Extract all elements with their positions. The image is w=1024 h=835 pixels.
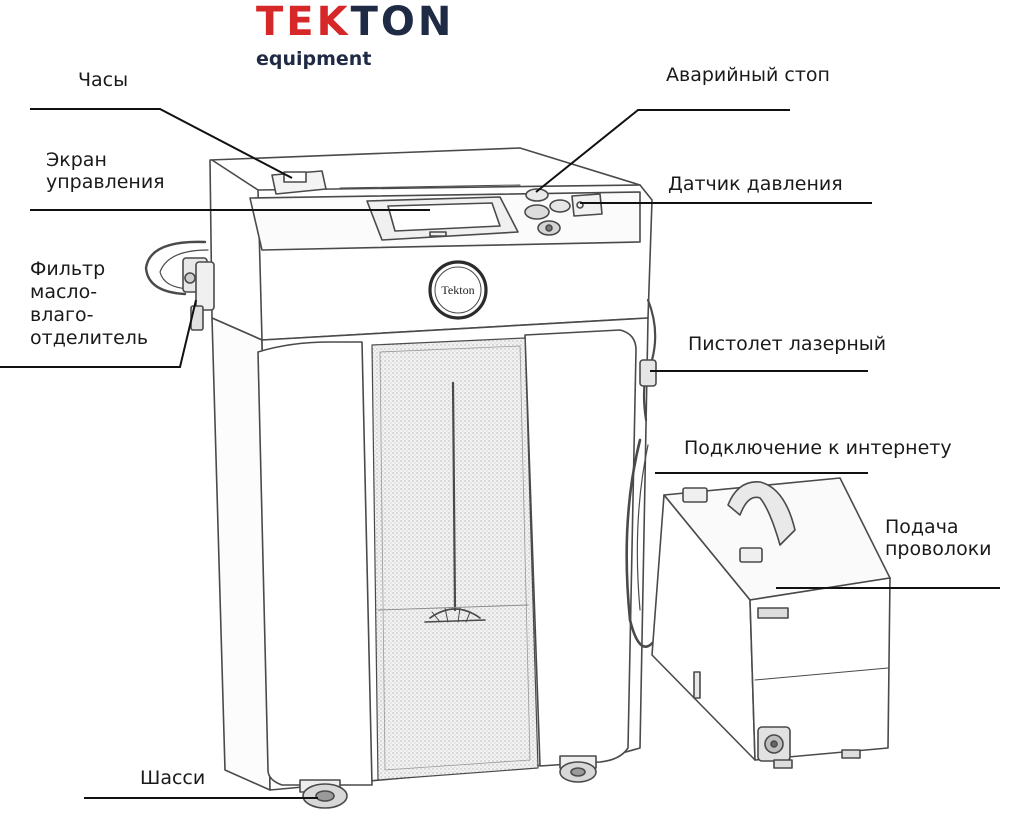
- machine-body: [211, 317, 649, 791]
- label-laser-gun-line-1: Пистолет лазерный: [688, 333, 887, 355]
- brand-tagline: equipment: [256, 48, 372, 70]
- label-wire-feeder-line-1: Подача: [885, 516, 959, 538]
- leader-oil-water-separator: [0, 299, 197, 368]
- label-control-screen-line-1: Экран: [46, 149, 107, 171]
- label-oil-water-separator-line-2: масло-: [30, 281, 98, 303]
- brand-logo-red: TEK: [256, 0, 351, 45]
- label-wire-feeder: Подача проволоки: [885, 516, 992, 560]
- clock-unit: [271, 170, 327, 195]
- chassis-wheels: [299, 755, 597, 809]
- label-internet-connection-line-1: Подключение к интернету: [684, 437, 952, 459]
- front-badge: [428, 260, 488, 320]
- label-control-screen-line-2: управления: [46, 171, 165, 193]
- control-screen: [366, 196, 519, 241]
- brand-logo-dark: TON: [350, 0, 455, 45]
- front-badge-text: Tekton: [441, 283, 474, 297]
- leader-clock: [30, 108, 293, 179]
- label-oil-water-separator-line-1: Фильтр: [30, 258, 106, 280]
- label-control-screen: Экран управления: [46, 149, 165, 193]
- label-clock: Часы: [78, 69, 128, 91]
- laser-gun-connector: [625, 298, 657, 648]
- label-pressure-sensor: Датчик давления: [668, 173, 843, 195]
- label-laser-gun: Пистолет лазерный: [688, 333, 886, 355]
- label-chassis: Шасси: [140, 767, 205, 789]
- brand-logo: TEKTON: [256, 0, 481, 44]
- label-oil-water-separator: Фильтр масло- влаго- отделитель: [30, 258, 148, 350]
- wire-feeder: [651, 477, 891, 769]
- label-chassis-line-1: Шасси: [140, 767, 206, 789]
- label-oil-water-separator-line-3: влаго-: [30, 304, 94, 326]
- label-emergency-stop-line-1: Аварийный стоп: [666, 64, 830, 86]
- label-oil-water-separator-line-4: отделитель: [30, 327, 149, 349]
- label-emergency-stop: Аварийный стоп: [666, 64, 830, 86]
- leader-emergency-stop: [535, 109, 790, 193]
- label-pressure-sensor-line-1: Датчик давления: [668, 173, 843, 195]
- label-internet-connection: Подключение к интернету: [684, 437, 952, 459]
- label-clock-line-1: Часы: [78, 69, 129, 91]
- label-wire-feeder-line-2: проволоки: [885, 538, 992, 560]
- oil-water-separator: [144, 240, 215, 331]
- control-knobs: [524, 188, 603, 236]
